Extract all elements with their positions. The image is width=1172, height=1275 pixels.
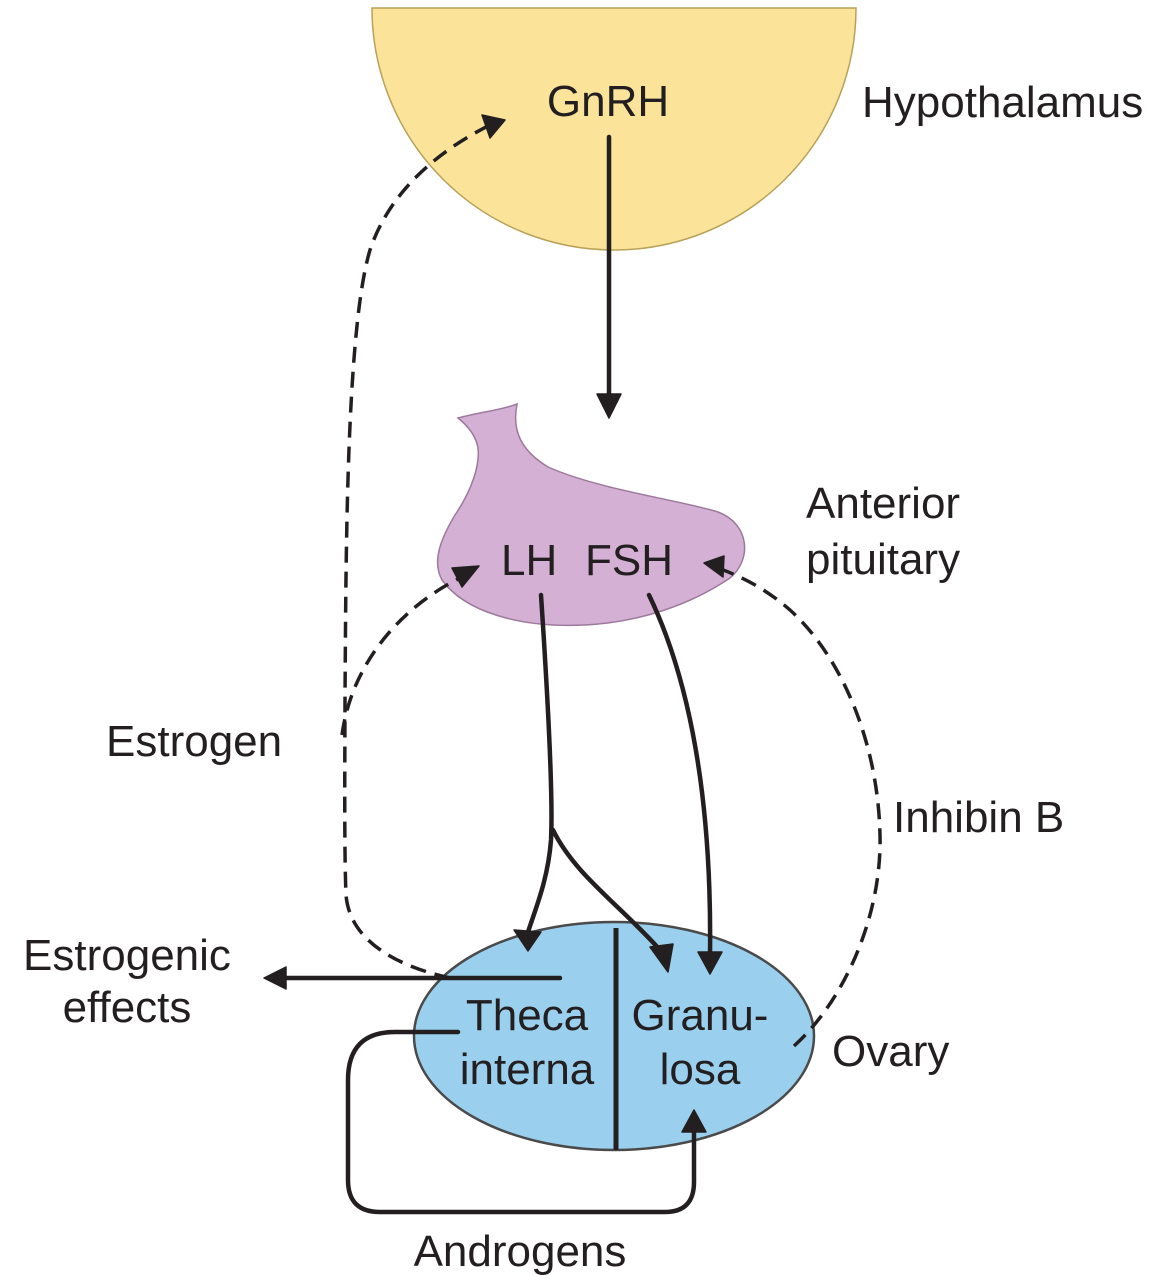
theca-label-line2: interna bbox=[460, 1045, 595, 1094]
fsh-to-granulosa-arrow bbox=[649, 595, 710, 955]
lh-to-theca-arrow bbox=[528, 595, 551, 932]
estrogenic-effects-label-line2: effects bbox=[63, 983, 192, 1032]
hypothalamus-label: Hypothalamus bbox=[862, 78, 1143, 127]
gnrh-arrowhead bbox=[597, 394, 621, 418]
estrogenic-effects-label-line1: Estrogenic bbox=[23, 931, 231, 980]
androgens-label: Androgens bbox=[414, 1227, 627, 1275]
granulosa-label-line2: losa bbox=[660, 1045, 741, 1094]
theca-label-line1: Theca bbox=[466, 991, 589, 1040]
anterior-pituitary-label-line1: Anterior bbox=[806, 479, 960, 528]
ovary-label: Ovary bbox=[832, 1027, 949, 1076]
anterior-pituitary-label-line2: pituitary bbox=[806, 535, 960, 584]
granulosa-label-line1: Granu- bbox=[632, 991, 769, 1040]
inhibin-b-label: Inhibin B bbox=[893, 793, 1064, 842]
estrogen-feedback-to-pituitary bbox=[342, 578, 460, 735]
estrogen-label: Estrogen bbox=[106, 717, 282, 766]
anterior-pituitary-shape bbox=[438, 404, 745, 625]
lh-label: LH bbox=[501, 536, 557, 585]
estrogenic-effects-arrowhead bbox=[264, 967, 286, 989]
fsh-label: FSH bbox=[585, 536, 673, 585]
gnrh-label: GnRH bbox=[547, 77, 669, 126]
hypothalamus-shape bbox=[372, 8, 856, 250]
